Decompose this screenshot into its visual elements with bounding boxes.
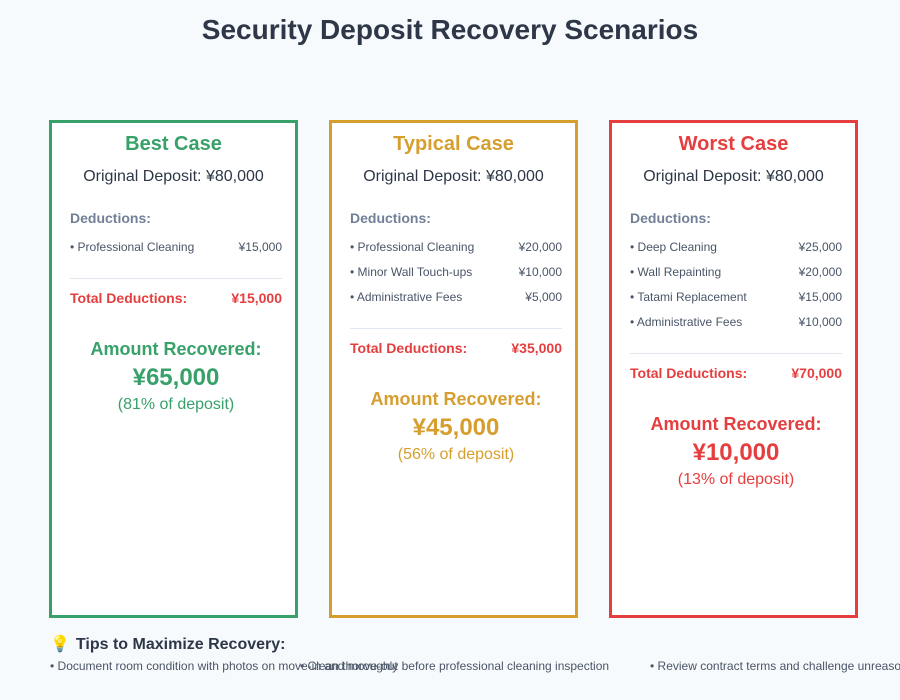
total-deductions-label: Total Deductions: bbox=[70, 290, 188, 306]
total-deductions-label: Total Deductions: bbox=[350, 340, 468, 356]
recovered-percentage: (56% of deposit) bbox=[397, 446, 515, 463]
page-title: Security Deposit Recovery Scenarios bbox=[201, 14, 699, 45]
deduction-name: • Administrative Fees bbox=[350, 290, 463, 304]
deduction-amount: ¥15,000 bbox=[238, 240, 282, 254]
deduction-item: • Wall Repainting ¥20,000 bbox=[630, 265, 842, 290]
recovered-percentage: (81% of deposit) bbox=[117, 396, 235, 413]
deduction-name: • Wall Repainting bbox=[630, 265, 722, 279]
original-deposit: Original Deposit: ¥80,000 bbox=[83, 168, 264, 185]
total-deductions-row: Total Deductions: ¥35,000 bbox=[350, 328, 562, 389]
deduction-amount: ¥5,000 bbox=[525, 290, 562, 304]
amount-recovered-label: Amount Recovered: bbox=[370, 389, 542, 409]
card-title: Best Case bbox=[125, 133, 222, 155]
total-deductions-amount: ¥15,000 bbox=[231, 290, 282, 306]
deduction-name: • Minor Wall Touch-ups bbox=[350, 265, 473, 279]
deduction-item: • Administrative Fees ¥10,000 bbox=[630, 315, 842, 340]
deduction-item: • Tatami Replacement ¥15,000 bbox=[630, 290, 842, 315]
deduction-amount: ¥20,000 bbox=[798, 265, 842, 279]
best-case-card: Best Case Original Deposit: ¥80,000 Dedu… bbox=[49, 120, 298, 618]
total-deductions-amount: ¥70,000 bbox=[791, 365, 842, 381]
deductions-label: Deductions: bbox=[350, 210, 431, 226]
total-deductions-label: Total Deductions: bbox=[630, 365, 748, 381]
total-deductions-row: Total Deductions: ¥70,000 bbox=[630, 353, 842, 414]
recovered-percentage: (13% of deposit) bbox=[677, 471, 795, 488]
deduction-item: • Minor Wall Touch-ups ¥10,000 bbox=[350, 265, 562, 290]
tip-item: • Document room condition with photos on… bbox=[50, 659, 398, 673]
deduction-amount: ¥25,000 bbox=[798, 240, 842, 254]
deduction-item: • Deep Cleaning ¥25,000 bbox=[630, 240, 842, 265]
amount-recovered-value: ¥65,000 bbox=[132, 364, 220, 391]
tip-item: • Review contract terms and challenge un… bbox=[650, 659, 900, 673]
deduction-item: • Professional Cleaning ¥20,000 bbox=[350, 240, 562, 265]
deduction-amount: ¥10,000 bbox=[518, 265, 562, 279]
amount-recovered-value: ¥45,000 bbox=[412, 414, 500, 441]
deductions-list: • Professional Cleaning ¥20,000 • Minor … bbox=[350, 240, 562, 464]
tip-item: • Clean thoroughly before professional c… bbox=[300, 659, 610, 673]
deductions-label: Deductions: bbox=[630, 210, 711, 226]
deduction-name: • Administrative Fees bbox=[630, 315, 743, 329]
typical-case-card: Typical Case Original Deposit: ¥80,000 D… bbox=[329, 120, 578, 618]
amount-recovered-label: Amount Recovered: bbox=[90, 339, 262, 359]
deduction-name: • Deep Cleaning bbox=[630, 240, 717, 254]
deduction-name: • Professional Cleaning bbox=[350, 240, 475, 254]
total-deductions-row: Total Deductions: ¥15,000 bbox=[70, 278, 282, 339]
deductions-label: Deductions: bbox=[70, 210, 151, 226]
deduction-amount: ¥15,000 bbox=[798, 290, 842, 304]
deduction-amount: ¥20,000 bbox=[518, 240, 562, 254]
deduction-name: • Tatami Replacement bbox=[630, 290, 747, 304]
amount-recovered-label: Amount Recovered: bbox=[650, 414, 822, 434]
deductions-list: • Professional Cleaning ¥15,000 Total De… bbox=[70, 240, 282, 414]
tips-heading-text: Tips to Maximize Recovery: bbox=[75, 636, 286, 653]
deduction-item: • Professional Cleaning ¥15,000 bbox=[70, 240, 282, 265]
original-deposit: Original Deposit: ¥80,000 bbox=[363, 168, 544, 185]
card-title: Worst Case bbox=[678, 133, 789, 155]
card-title: Typical Case bbox=[393, 133, 514, 155]
deduction-name: • Professional Cleaning bbox=[70, 240, 195, 254]
worst-case-card: Worst Case Original Deposit: ¥80,000 Ded… bbox=[609, 120, 858, 618]
amount-recovered-value: ¥10,000 bbox=[692, 439, 780, 466]
total-deductions-amount: ¥35,000 bbox=[511, 340, 562, 356]
tips-heading: 💡 Tips to Maximize Recovery: bbox=[50, 634, 285, 654]
deduction-amount: ¥10,000 bbox=[798, 315, 842, 329]
deduction-item: • Administrative Fees ¥5,000 bbox=[350, 290, 562, 315]
lightbulb-icon: 💡 bbox=[50, 636, 70, 653]
deductions-list: • Deep Cleaning ¥25,000 • Wall Repaintin… bbox=[630, 240, 842, 489]
original-deposit: Original Deposit: ¥80,000 bbox=[643, 168, 824, 185]
